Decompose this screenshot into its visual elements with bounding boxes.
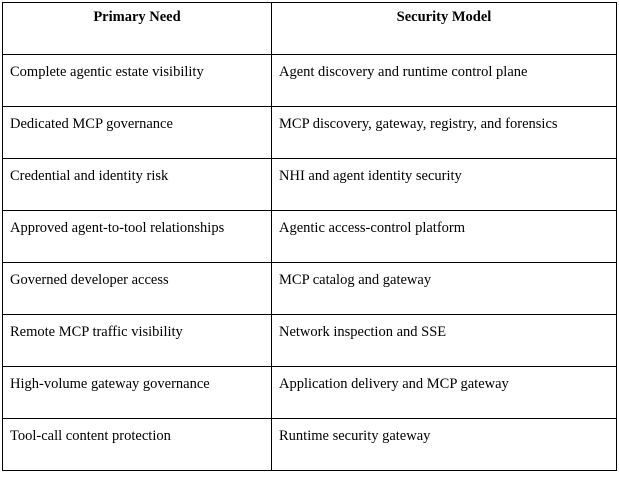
table-row: Credential and identity risk NHI and age…	[2, 158, 617, 211]
header-security-model: Security Model	[271, 2, 617, 55]
table-row: Tool-call content protection Runtime sec…	[2, 418, 617, 471]
primary-need-cell: Complete agentic estate visibility	[2, 54, 272, 107]
primary-need-cell: Approved agent-to-tool relationships	[2, 210, 272, 263]
table-row: Governed developer access MCP catalog an…	[2, 262, 617, 315]
security-model-cell: Application delivery and MCP gateway	[271, 366, 617, 419]
security-model-cell: MCP discovery, gateway, registry, and fo…	[271, 106, 617, 159]
primary-need-cell: Remote MCP traffic visibility	[2, 314, 272, 367]
needs-vs-security-model-table: Primary Need Security Model Complete age…	[2, 2, 617, 471]
primary-need-cell: High-volume gateway governance	[2, 366, 272, 419]
primary-need-cell: Dedicated MCP governance	[2, 106, 272, 159]
security-model-cell: Network inspection and SSE	[271, 314, 617, 367]
table-row: Dedicated MCP governance MCP discovery, …	[2, 106, 617, 159]
table-row: High-volume gateway governance Applicati…	[2, 366, 617, 419]
primary-need-cell: Credential and identity risk	[2, 158, 272, 211]
primary-need-cell: Tool-call content protection	[2, 418, 272, 471]
table-row: Complete agentic estate visibility Agent…	[2, 54, 617, 107]
security-model-cell: Agent discovery and runtime control plan…	[271, 54, 617, 107]
table-row: Approved agent-to-tool relationships Age…	[2, 210, 617, 263]
header-primary-need: Primary Need	[2, 2, 272, 55]
table-row: Remote MCP traffic visibility Network in…	[2, 314, 617, 367]
table-header-row: Primary Need Security Model	[2, 2, 617, 55]
security-model-cell: NHI and agent identity security	[271, 158, 617, 211]
comparison-table-container: Primary Need Security Model Complete age…	[2, 2, 617, 471]
primary-need-cell: Governed developer access	[2, 262, 272, 315]
security-model-cell: Runtime security gateway	[271, 418, 617, 471]
security-model-cell: Agentic access-control platform	[271, 210, 617, 263]
security-model-cell: MCP catalog and gateway	[271, 262, 617, 315]
